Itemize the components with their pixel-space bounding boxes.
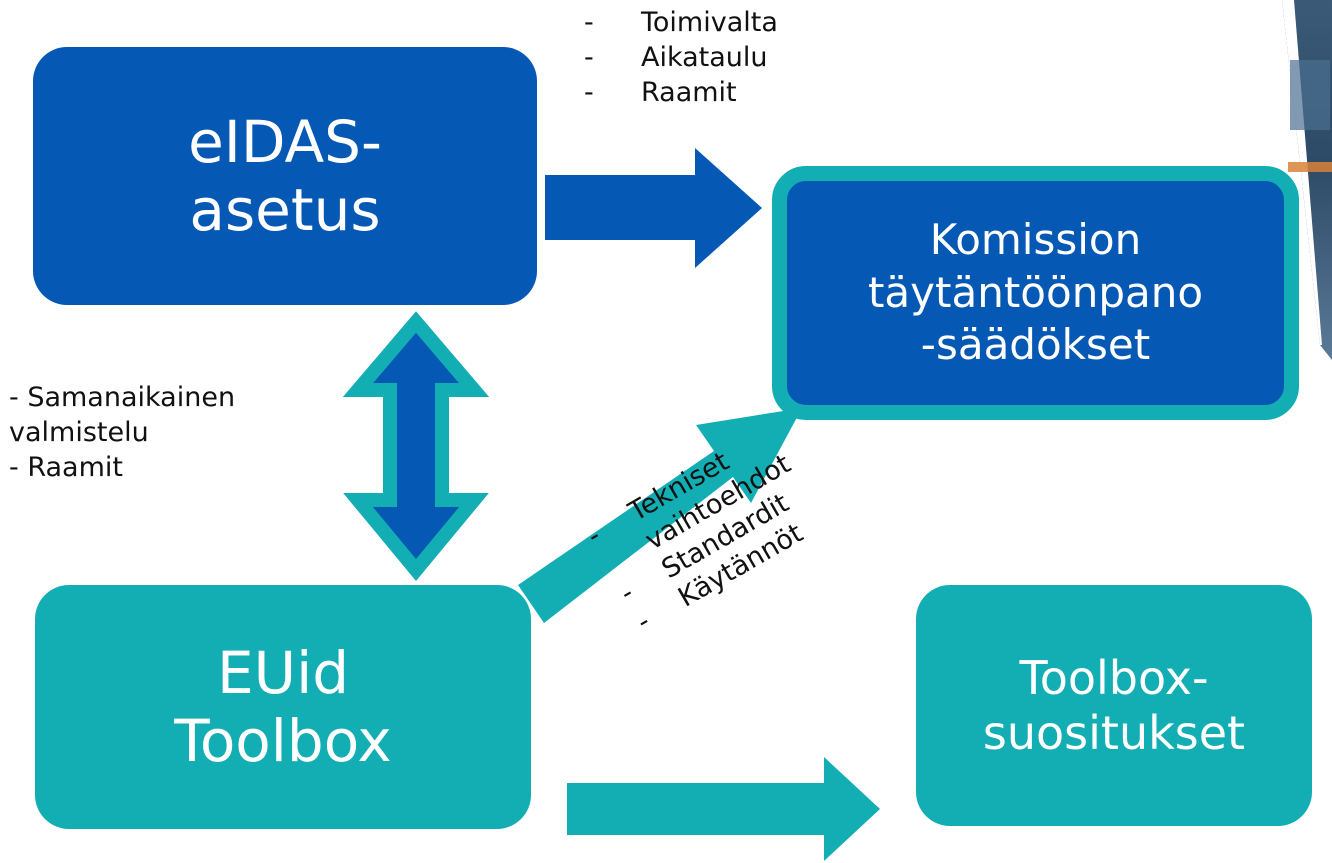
note-left-line: - Samanaikainen xyxy=(9,382,236,413)
bullet-dash: - xyxy=(584,77,594,109)
box-komission-saadokset: Komission täytäntöönpano -säädökset xyxy=(772,166,1299,420)
box-komission-line-1: Komission xyxy=(929,214,1142,264)
box-eidas-asetus: eIDAS- asetus xyxy=(33,47,537,305)
note-eidas-to-komission: - Toimivalta - Aikataulu - Raamit xyxy=(584,5,778,110)
note-top-item: - Raamit xyxy=(584,75,778,110)
arrow-euid-to-toolbox xyxy=(567,757,880,861)
box-euid-toolbox: EUid Toolbox xyxy=(35,585,531,829)
box-toolbox-suositukset: Toolbox- suositukset xyxy=(916,585,1312,826)
box-toolbox-line-2: suositukset xyxy=(982,705,1246,760)
note-left-line: - Raamit xyxy=(9,452,123,484)
box-komission-line-2: täytäntöönpano xyxy=(867,267,1204,317)
box-toolbox-line-1: Toolbox- xyxy=(1019,651,1209,706)
box-euid-line-1: EUid xyxy=(216,638,350,707)
arrow-eidas-to-komission xyxy=(545,148,762,268)
note-top-item-text: Toimivalta xyxy=(641,7,778,38)
note-top-item: - Toimivalta xyxy=(584,5,778,40)
box-komission-line-3: -säädökset xyxy=(920,320,1151,370)
box-eidas-line-1: eIDAS- xyxy=(188,107,382,176)
photo-edge-decoration xyxy=(1282,0,1332,360)
arrow-euid-to-komission xyxy=(518,408,802,623)
note-top-item-text: Raamit xyxy=(641,77,737,109)
arrow-eidas-euid-bidirectional xyxy=(342,311,490,581)
note-left-line: valmistelu xyxy=(9,417,149,449)
bullet-dash: - xyxy=(584,7,594,38)
box-euid-line-2: Toolbox xyxy=(174,707,392,775)
note-top-item: - Aikataulu xyxy=(584,40,778,75)
box-eidas-line-2: asetus xyxy=(189,176,381,244)
note-eidas-euid: - Samanaikainen valmistelu - Raamit xyxy=(9,380,235,485)
note-top-item-text: Aikataulu xyxy=(641,42,768,74)
bullet-dash: - xyxy=(584,42,594,74)
